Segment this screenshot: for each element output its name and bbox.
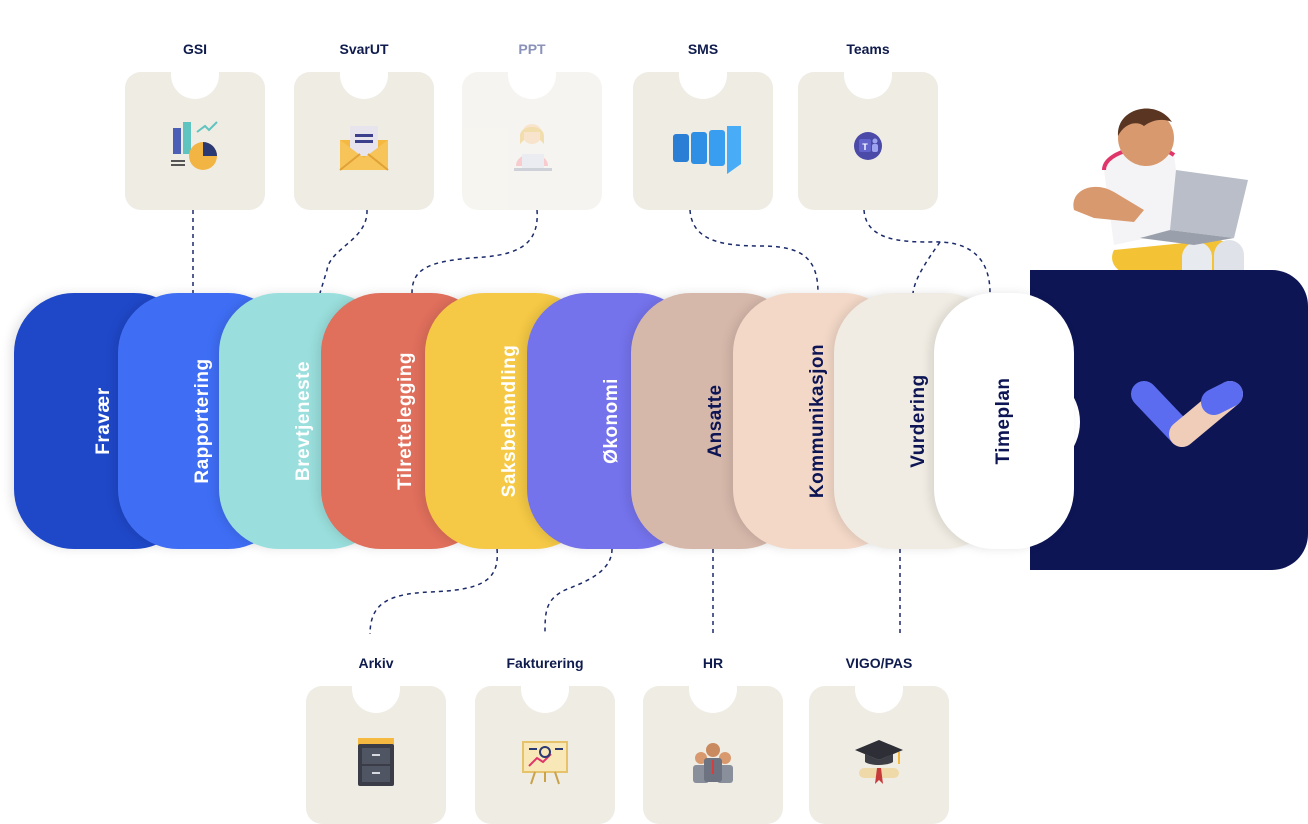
module-label: Vurdering — [908, 374, 929, 468]
card-label: SvarUT — [339, 41, 389, 57]
connector-arkiv — [369, 548, 498, 636]
card-label: GSI — [182, 41, 208, 57]
card-label: SMS — [687, 41, 719, 57]
module-label: Rapportering — [192, 358, 213, 484]
module-label: Timeplan — [993, 377, 1014, 465]
chart-report-icon — [171, 121, 218, 170]
module-label: Fravær — [93, 387, 114, 455]
card-label: Arkiv — [358, 655, 394, 671]
connector-teams-2 — [912, 241, 941, 294]
sms-bars-icon — [673, 126, 741, 174]
graduation-cap-icon — [855, 740, 903, 784]
connector-svarut — [319, 209, 368, 294]
card-label: HR — [702, 655, 724, 671]
card-label: Teams — [846, 41, 890, 57]
person-laptop-icon — [514, 124, 552, 171]
file-cabinet-icon — [358, 738, 394, 786]
module-timeplan[interactable]: Timeplan — [934, 293, 1074, 549]
card-label: VIGO/PAS — [845, 655, 913, 671]
connector-ppt — [411, 209, 538, 294]
envelope-letter-icon — [339, 126, 389, 171]
teams-icon: T — [854, 132, 882, 160]
svg-text:T: T — [862, 142, 868, 152]
connector-fakturering — [544, 548, 613, 636]
card-label: Fakturering — [506, 655, 584, 671]
module-label: Tilrettelegging — [395, 351, 416, 491]
module-label: Økonomi — [601, 378, 622, 464]
module-label: Ansatte — [705, 384, 726, 458]
people-group-icon — [693, 743, 733, 783]
presentation-board-icon — [522, 741, 568, 785]
card-label: PPT — [518, 41, 546, 57]
connector-sms — [689, 209, 819, 294]
checkmark-logo-icon — [1131, 381, 1243, 447]
connector-teams — [863, 209, 991, 294]
module-label: Brevtjeneste — [293, 360, 314, 482]
module-label: Kommunikasjon — [807, 343, 828, 499]
module-label: Saksbehandling — [499, 344, 520, 498]
